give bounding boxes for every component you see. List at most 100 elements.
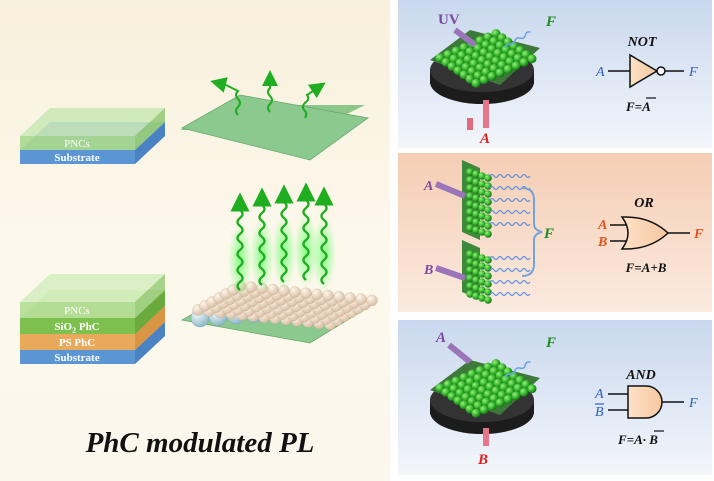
sio2-sphere — [267, 283, 279, 296]
or-output-brace — [521, 187, 543, 277]
quantum-dot-sphere — [495, 68, 505, 78]
quantum-dot-sphere — [484, 272, 492, 280]
and-gate-input-a: A — [594, 387, 604, 402]
quantum-dot-sphere — [484, 214, 492, 222]
quantum-dot-sphere — [478, 270, 486, 278]
sio2-sphere — [355, 293, 367, 305]
bottom-substrate-label: Substrate — [54, 352, 99, 364]
and-output-label: F — [545, 335, 556, 351]
quantum-dot-sphere — [466, 184, 474, 192]
not-input-label: A — [479, 131, 490, 147]
and-gate-input-b: B — [595, 405, 604, 420]
quantum-dot-sphere — [478, 188, 486, 196]
quantum-dot-sphere — [466, 250, 474, 258]
quantum-dot-sphere — [484, 264, 492, 272]
quantum-dot-sphere — [478, 254, 486, 262]
quantum-dot-sphere — [466, 266, 474, 274]
and-gate-output: F — [688, 396, 698, 411]
sio2-sphere — [344, 292, 356, 304]
quantum-dot-sphere — [466, 168, 474, 176]
quantum-dot-sphere — [471, 78, 481, 88]
and-input-b: B — [477, 452, 488, 468]
emission-arrow — [314, 186, 334, 285]
and-equation: F=A· B — [617, 432, 658, 447]
quantum-dot-sphere — [466, 282, 474, 290]
quantum-dot-sphere — [472, 170, 480, 178]
quantum-dot-sphere — [484, 190, 492, 198]
quantum-dot-sphere — [472, 268, 480, 276]
or-gate-symbol: OR A B F F=A+B — [597, 196, 704, 275]
and-input-beam-a — [447, 342, 472, 365]
bottom-layer-stack: PNCs SiO2 PhC PS PhC Substrate — [20, 274, 165, 364]
quantum-dot-sphere — [487, 71, 497, 81]
quantum-dot-sphere — [478, 180, 486, 188]
quantum-dot-sphere — [472, 210, 480, 218]
quantum-dot-sphere — [519, 57, 529, 67]
quantum-dot-sphere — [466, 290, 474, 298]
quantum-dot-sphere — [466, 176, 474, 184]
weak-pl-emission-arrows — [210, 70, 326, 119]
quantum-dot-sphere — [466, 200, 474, 208]
quantum-dot-sphere — [472, 194, 480, 202]
top-pncs-label: PNCs — [64, 138, 90, 150]
quantum-dot-sphere — [478, 212, 486, 220]
quantum-dot-sphere — [466, 258, 474, 266]
not-equation: F=A — [625, 99, 651, 114]
and-gate-symbol: AND A B F F=A· B — [594, 368, 698, 447]
quantum-dot-sphere — [484, 230, 492, 238]
or-gate-input-b: B — [597, 235, 607, 250]
quantum-dot-sphere — [511, 391, 521, 401]
quantum-dot-sphere — [472, 260, 480, 268]
sio2-sphere — [300, 287, 312, 299]
not-gate-title: NOT — [627, 35, 658, 50]
and-input-a: A — [435, 330, 446, 346]
enhanced-pl-emission-arrows — [228, 182, 336, 298]
quantum-dot-sphere — [478, 204, 486, 212]
caption-title: PhC modulated PL — [85, 427, 315, 459]
quantum-dot-sphere — [472, 292, 480, 300]
emission-glow — [250, 217, 274, 293]
quantum-dot-sphere — [478, 220, 486, 228]
sio2-sphere — [333, 291, 345, 303]
not-gate-output: F — [688, 65, 698, 80]
quantum-dot-sphere — [472, 252, 480, 260]
quantum-dot-sphere — [519, 387, 529, 397]
or-input-beam-b — [435, 265, 466, 281]
quantum-dot-sphere — [478, 294, 486, 302]
not-device — [430, 29, 540, 130]
quantum-dot-sphere — [503, 394, 513, 404]
not-uv-label: UV — [438, 12, 460, 28]
quantum-dot-sphere — [484, 182, 492, 190]
quantum-dot-sphere — [472, 186, 480, 194]
emission-arrow — [274, 184, 294, 283]
quantum-dot-sphere — [471, 408, 481, 418]
quantum-dot-sphere — [511, 61, 521, 71]
or-input-b: B — [423, 263, 433, 278]
quantum-dot-sphere — [478, 196, 486, 204]
sio2-sphere — [366, 294, 378, 307]
quantum-dot-sphere — [495, 398, 505, 408]
ps-phc-label: PS PhC — [59, 337, 95, 349]
quantum-dot-sphere — [472, 284, 480, 292]
emission-arrow — [296, 182, 316, 281]
or-gate-output: F — [693, 227, 704, 242]
quantum-dot-sphere — [472, 218, 480, 226]
or-device-top — [462, 160, 492, 240]
or-gate-title: OR — [634, 196, 653, 211]
plain-film — [180, 94, 369, 161]
quantum-dot-sphere — [484, 280, 492, 288]
quantum-dot-sphere — [484, 296, 492, 304]
quantum-dot-sphere — [487, 401, 497, 411]
not-gate-symbol: NOT A F F=A — [595, 35, 698, 114]
emission-arrow — [230, 192, 250, 291]
photonic-crystal-film — [180, 280, 378, 344]
quantum-dot-sphere — [466, 208, 474, 216]
or-input-a: A — [423, 179, 433, 194]
sio2-phc-label: SiO2 PhC — [54, 321, 99, 335]
not-output-label: F — [545, 14, 556, 30]
quantum-dot-sphere — [484, 174, 492, 182]
quantum-dot-sphere — [472, 202, 480, 210]
or-device-bottom — [462, 240, 492, 304]
top-substrate-label: Substrate — [54, 152, 99, 164]
